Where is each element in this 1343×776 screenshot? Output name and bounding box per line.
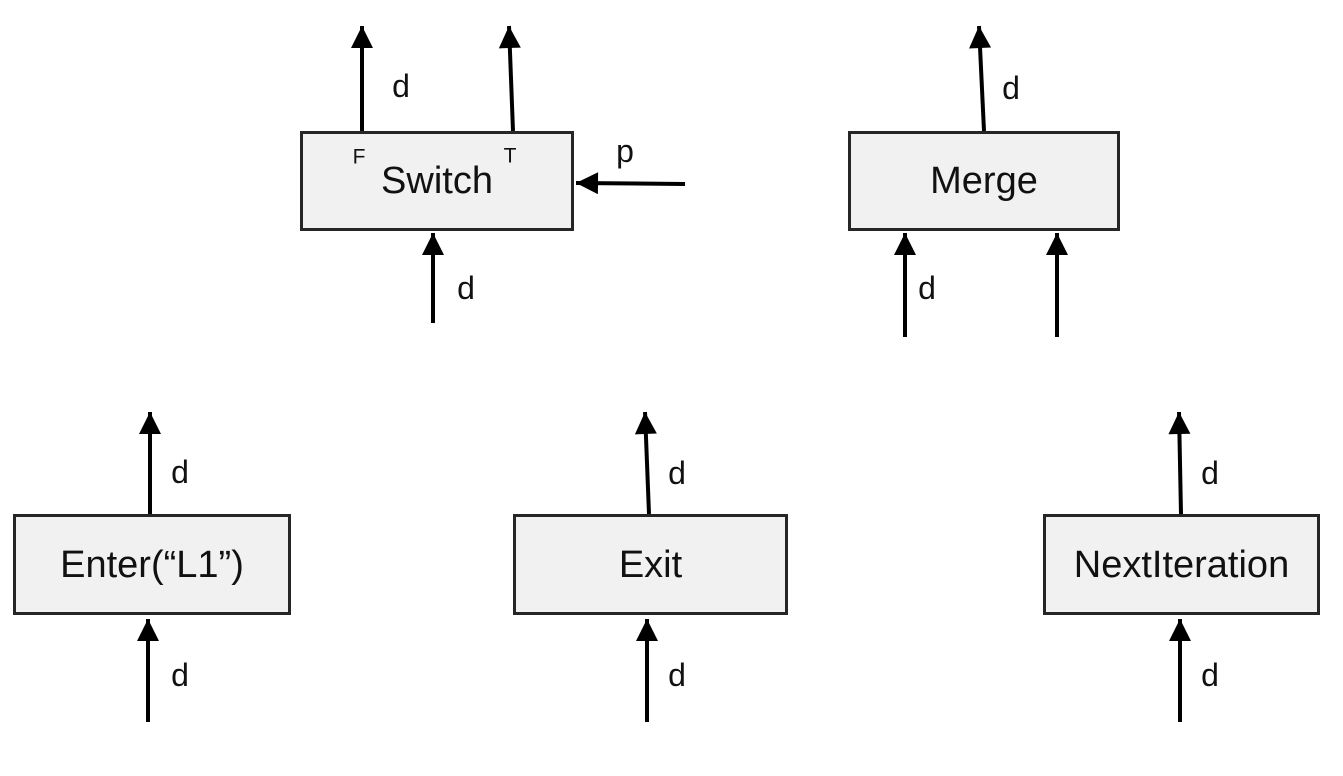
merge-output-edge-label: d bbox=[1002, 70, 1020, 106]
exit-output-arrow bbox=[634, 411, 657, 515]
node-exit: Exit bbox=[513, 514, 788, 615]
switch-false-port-label: F bbox=[352, 145, 366, 169]
merge-input-edge-label: d bbox=[918, 270, 936, 306]
node-merge: Merge bbox=[848, 131, 1120, 231]
switch-true-port-label: T bbox=[503, 144, 517, 168]
switch-output-edge-label: d bbox=[392, 68, 410, 104]
nextiteration-output-edge-label: d bbox=[1201, 455, 1219, 491]
exit-output-edge-label: d bbox=[668, 455, 686, 491]
node-nextiteration-label: NextIteration bbox=[1073, 543, 1290, 586]
node-switch: Switch bbox=[300, 131, 574, 231]
node-enter: Enter(“L1”) bbox=[13, 514, 291, 615]
enter-output-edge-label: d bbox=[171, 454, 189, 490]
switch-input-edge-label: d bbox=[457, 270, 475, 306]
enter-input-edge-label: d bbox=[171, 657, 189, 693]
switch-true-output-arrow bbox=[498, 25, 521, 132]
nextiteration-input-edge-label: d bbox=[1201, 657, 1219, 693]
merge-output-arrow bbox=[969, 25, 992, 132]
node-nextiteration: NextIteration bbox=[1043, 514, 1320, 615]
node-enter-label: Enter(“L1”) bbox=[60, 543, 244, 586]
switch-predicate-input-arrow bbox=[575, 172, 686, 195]
node-switch-label: Switch bbox=[381, 160, 493, 202]
node-merge-label: Merge bbox=[930, 160, 1038, 202]
nextiteration-output-arrow bbox=[1168, 411, 1191, 515]
exit-input-edge-label: d bbox=[668, 657, 686, 693]
switch-predicate-edge-label: p bbox=[616, 133, 634, 169]
node-exit-label: Exit bbox=[618, 543, 683, 586]
